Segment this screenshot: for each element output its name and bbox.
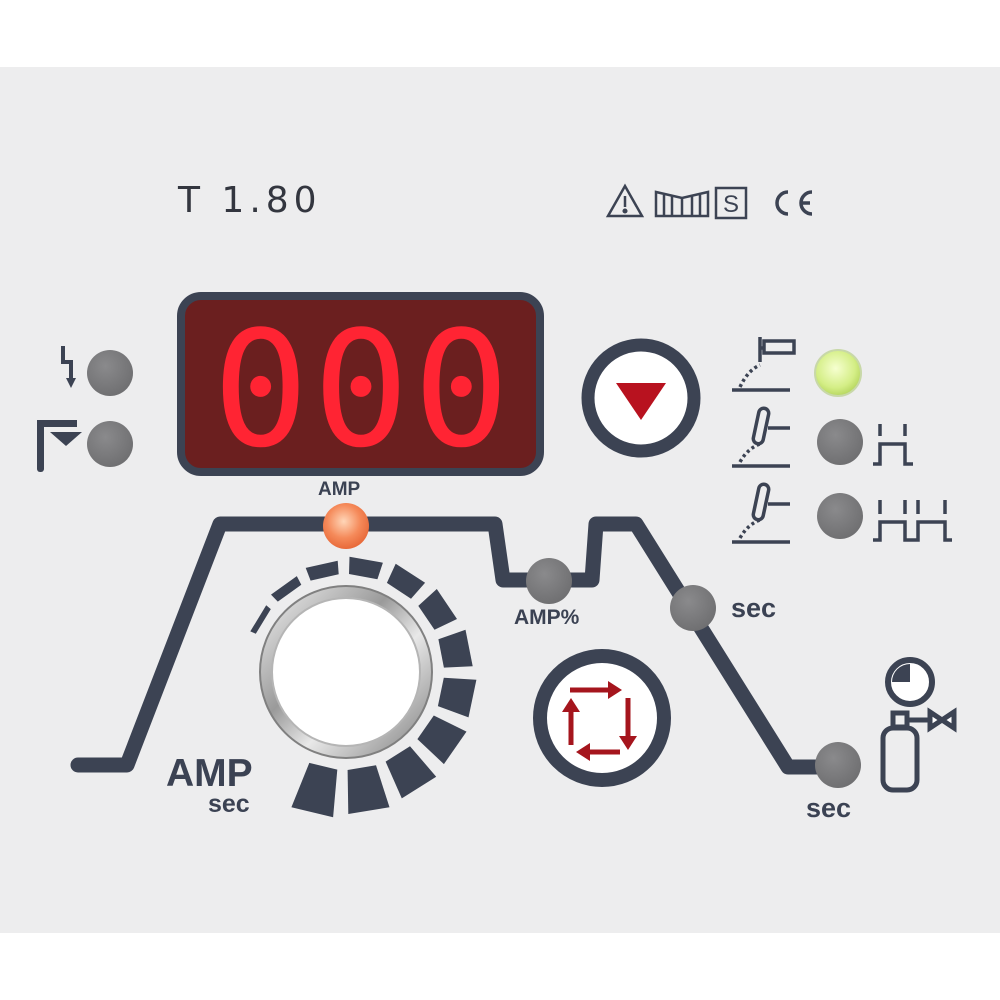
manual-icon <box>654 190 710 218</box>
knob-scale-segment <box>437 677 477 718</box>
led-welding-current <box>323 503 369 549</box>
postgas-sec-label: sec <box>806 793 852 823</box>
svg-text:S: S <box>723 191 739 218</box>
hf-start-icon <box>61 346 76 388</box>
timer-icon <box>885 657 935 707</box>
led-lift-start <box>87 421 133 467</box>
knob-scale <box>250 556 477 818</box>
tig-2t-torch-icon <box>732 406 790 468</box>
knob-sec-label: sec <box>208 790 250 818</box>
cycle-select-button[interactable] <box>533 649 671 787</box>
knob-scale-segment <box>291 762 338 818</box>
2t-sequence-icon <box>873 424 913 466</box>
knob-scale-segment <box>438 629 473 668</box>
4t-sequence-icon <box>873 500 952 542</box>
ce-mark-icon <box>775 190 813 216</box>
mode-down-arrow-icon <box>616 383 666 420</box>
knob-scale-segment <box>418 589 457 630</box>
led-hf-start <box>87 350 133 396</box>
amp-percent-label: AMP% <box>514 606 580 629</box>
rotary-knob[interactable] <box>259 585 433 759</box>
knob-scale-segment <box>271 576 302 602</box>
lift-start-icon <box>37 420 82 472</box>
knob-scale-segment <box>385 746 437 799</box>
knob-scale-segment <box>347 765 390 814</box>
tig-4t-torch-icon <box>732 482 790 544</box>
led-postgas <box>815 742 861 788</box>
warning-icon <box>605 183 645 218</box>
model-label: T 1.80 <box>178 180 322 221</box>
led-mma-mode <box>814 349 862 397</box>
knob-scale-segment <box>417 715 467 765</box>
knob-scale-segment <box>349 556 383 580</box>
led-second-current <box>526 558 572 604</box>
led-tig-4t <box>817 493 863 539</box>
cycle-arrows-icon <box>562 681 637 761</box>
knob-scale-segment <box>305 560 339 581</box>
knob-scale-segment <box>386 563 426 599</box>
display-digits: 000 <box>213 296 514 483</box>
s-mark-icon: S <box>714 186 748 220</box>
digital-display: 000 <box>177 292 544 483</box>
led-downslope <box>670 585 716 631</box>
mode-select-button[interactable] <box>581 338 701 458</box>
knob-amp-label: AMP <box>166 752 253 795</box>
knob-scale-segment <box>250 605 271 634</box>
amp-label: AMP <box>318 479 361 500</box>
gas-cylinder-icon <box>880 707 957 793</box>
mma-mode-icon <box>732 337 796 392</box>
led-tig-2t <box>817 419 863 465</box>
downslope-sec-label: sec <box>731 593 777 623</box>
